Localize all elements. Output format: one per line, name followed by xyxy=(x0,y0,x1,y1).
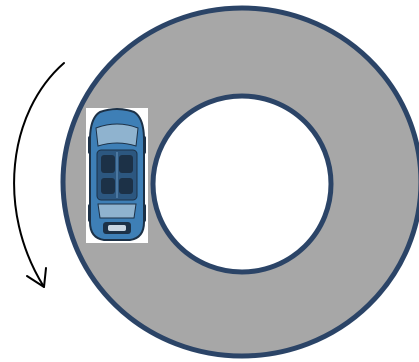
car-top-view-icon xyxy=(86,108,148,243)
track-inner-edge xyxy=(153,96,331,272)
curved-arrow-icon xyxy=(14,63,64,287)
